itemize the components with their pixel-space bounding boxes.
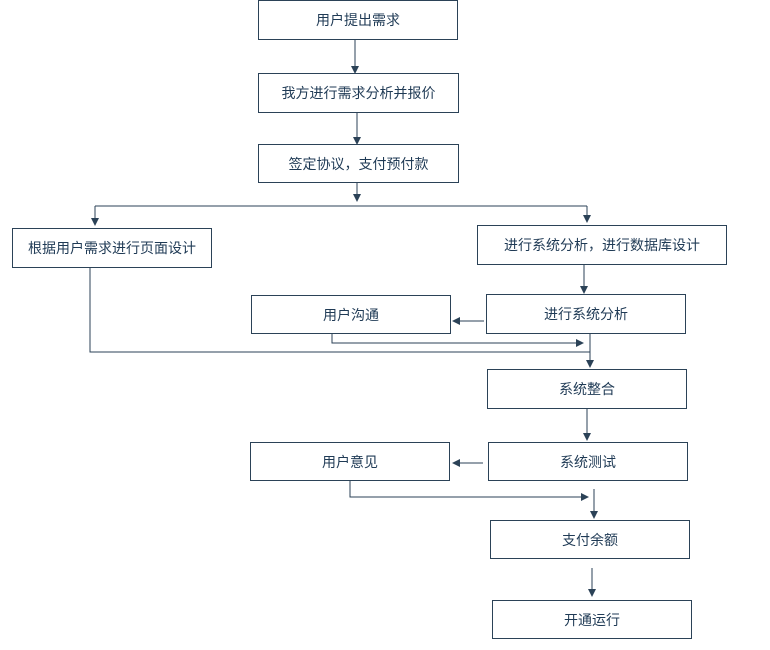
arrow-frontend-merge xyxy=(89,268,590,353)
step-analysis-quote: 我方进行需求分析并报价 xyxy=(258,73,459,113)
step-sign-agreement: 签定协议，支付预付款 xyxy=(258,144,459,183)
step-go-live: 开通运行 xyxy=(492,600,692,639)
step-user-communication: 用户沟通 xyxy=(251,295,451,334)
step-system-analysis: 进行系统分析 xyxy=(486,294,686,334)
arrow-feedback-return xyxy=(349,481,589,501)
arrow-communication-return xyxy=(331,334,584,347)
step-system-db-design: 进行系统分析，进行数据库设计 xyxy=(477,225,727,265)
step-system-testing: 系统测试 xyxy=(488,442,688,481)
step-user-request: 用户提出需求 xyxy=(258,0,458,40)
step-user-feedback: 用户意见 xyxy=(250,442,450,481)
step-system-integration: 系统整合 xyxy=(487,369,687,409)
step-frontend-design: 根据用户需求进行页面设计 xyxy=(12,228,212,268)
step-pay-balance: 支付余额 xyxy=(490,520,690,559)
